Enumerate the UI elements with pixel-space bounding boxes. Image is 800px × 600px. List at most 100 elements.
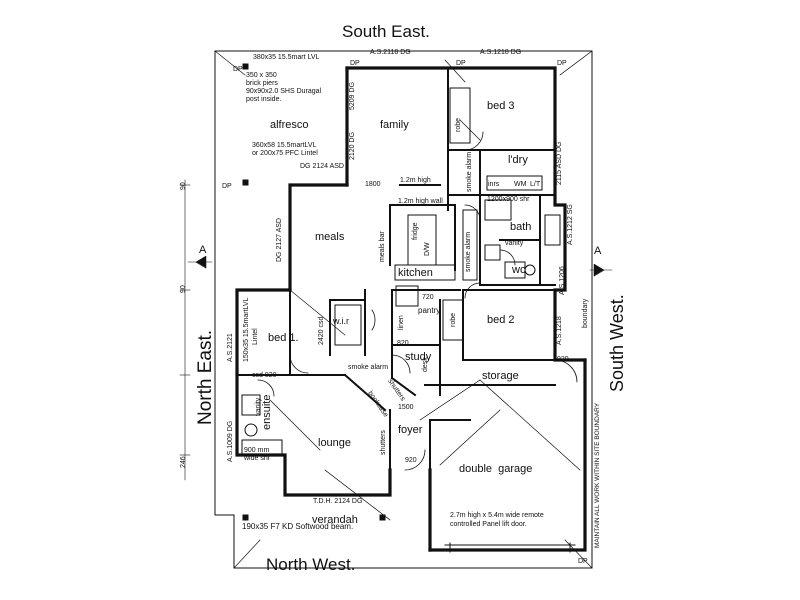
verandah-posts xyxy=(242,63,386,521)
note-csd-820: csd 820 xyxy=(252,372,277,379)
room-label-ensuite: ensuite xyxy=(261,394,273,430)
note-bed1-lintel: 150x35 15.5martLVL xyxy=(243,297,250,362)
note-vanity-ensuite: vanity xyxy=(255,397,262,416)
roof-hip-lines xyxy=(214,50,593,569)
note-dp-bottom: DP xyxy=(578,558,588,565)
room-label-bed1: bed 1. xyxy=(268,332,299,344)
note-shr-900: 900 mm xyxy=(244,447,270,454)
compass-left-label: North East. xyxy=(195,329,216,425)
note-post: 90x90x2.0 SHS Duragal xyxy=(246,88,322,95)
room-label-wc: wc xyxy=(512,264,526,276)
note-desk: desk xyxy=(422,357,429,372)
note-inrs: inrs xyxy=(488,181,500,188)
note-dg2127: DG 2127 ASD xyxy=(276,218,283,262)
note-smoke-3: smoke alarm xyxy=(348,364,389,371)
room-label-foyer: foyer xyxy=(398,424,423,436)
note-as1218b: A.S.1218 xyxy=(556,316,563,345)
note-as2115: 2115 ASD DG xyxy=(556,141,563,185)
note-smoke-2: smoke alarm xyxy=(465,231,472,272)
note-dim-246: 246 xyxy=(180,456,187,468)
room-label-lounge: lounge xyxy=(318,437,352,449)
note-shr-900-2: wide shr xyxy=(244,455,271,462)
note-vanity-bath: vanity xyxy=(505,240,524,247)
note-dim-90-a: 90 xyxy=(180,182,187,190)
note-tdh: T.D.H. 2124 DG xyxy=(313,498,363,505)
room-label-verandah: verandah xyxy=(312,514,358,526)
room-label-alfresco: alfresco xyxy=(270,119,309,131)
note-dim-1500: 1500 xyxy=(398,404,414,411)
note-dp-top-left: DP xyxy=(233,66,243,73)
note-as1206: A.S.1206 xyxy=(559,266,566,295)
note-dg2124: DG 2124 ASD xyxy=(300,163,344,170)
note-boundary-word: boundary xyxy=(582,298,589,328)
room-label-bed2: bed 2 xyxy=(487,314,515,326)
note-as2121: A.S.2121 xyxy=(227,333,234,362)
room-label-wir: w.i.r xyxy=(333,316,350,326)
note-linen: linen xyxy=(398,315,405,330)
note-as1218: A.S.1218 DG xyxy=(480,49,522,56)
door-swings xyxy=(257,131,578,471)
note-beam: 190x35 F7 KD Softwood beam. xyxy=(242,522,354,531)
note-as1212: A.S.1212 SG xyxy=(567,204,574,245)
section-marker-left: A xyxy=(199,244,207,256)
room-label-family: family xyxy=(380,119,409,131)
compass-bottom-label: North West. xyxy=(266,555,356,574)
note-dp-top-right: DP xyxy=(456,60,466,67)
note-post-2: post inside. xyxy=(246,96,282,103)
note-dim-920-storage: 920 xyxy=(557,356,569,363)
note-dg2120: 2120 DG xyxy=(349,131,356,160)
room-label-bath: bath xyxy=(510,221,532,233)
note-shutters-2: shutters xyxy=(380,430,387,455)
garage-door xyxy=(444,542,576,553)
kitchen-bench xyxy=(394,209,478,307)
room-label-meals: meals xyxy=(315,231,345,243)
note-lintel-word: Lintel xyxy=(252,328,259,345)
note-dim-90-b: 90 xyxy=(180,285,187,293)
note-top-beam: 380x35 15.5mart LVL xyxy=(253,54,320,61)
note-smoke-1: smoke alarm xyxy=(466,151,473,192)
note-lt: L/T xyxy=(530,181,541,188)
note-garage-door-2: controlled Panel lift door. xyxy=(450,521,527,528)
note-dim-920-foyer: 920 xyxy=(405,457,417,464)
room-label-storage: storage xyxy=(482,370,519,382)
section-marker-right: A xyxy=(594,245,602,257)
note-wm: WM xyxy=(514,181,527,188)
note-csd-2420: 2420 csd xyxy=(318,316,325,345)
note-piers: 350 x 350 xyxy=(246,72,277,79)
note-piers-2: brick piers xyxy=(246,80,278,87)
robes xyxy=(334,87,471,346)
note-lintel-1: 360x58 15.5martLVL xyxy=(252,142,317,149)
compass-right-label: South West. xyxy=(607,294,627,392)
note-as2118: A.S.2118 DG xyxy=(370,49,411,56)
note-lintel-2: or 200x75 PFC Lintel xyxy=(252,150,318,157)
note-dw: D/W xyxy=(424,242,431,256)
room-label-double-garage: double garage xyxy=(459,463,533,475)
section-arrow-left xyxy=(195,255,207,269)
note-garage-door: 2.7m high x 5.4m wide remote xyxy=(450,512,544,519)
compass-top-label: South East. xyxy=(342,22,430,41)
room-label-bed3: bed 3 xyxy=(487,100,515,112)
note-boundary: MAINTAIN ALL WORK WITHIN SITE BOUNDARY xyxy=(594,402,601,548)
wet-area-fixtures xyxy=(241,175,561,456)
note-shr: 1200x900 shr xyxy=(487,196,530,203)
note-high-wall: 1.2m high wall xyxy=(398,198,443,205)
note-dp-top-mid: DP xyxy=(350,60,360,67)
note-meals-bar: meals bar xyxy=(379,231,386,262)
note-dim-720: 720 xyxy=(422,294,434,301)
note-dp-left: DP xyxy=(222,183,232,190)
room-label-study: study xyxy=(405,351,432,363)
section-arrow-right xyxy=(593,263,605,277)
room-label-pantry: pantry xyxy=(418,306,441,315)
note-fridge: fridge xyxy=(412,222,419,240)
room-label-ldry: l'dry xyxy=(508,154,528,166)
note-as1009: A.S.1009 DG xyxy=(227,420,234,462)
note-dim-1800: 1800 xyxy=(365,181,381,188)
note-high-2: 1.2m high xyxy=(400,177,431,184)
note-robe-bed3: robe xyxy=(455,117,462,132)
note-dp-right: DP xyxy=(557,60,567,67)
note-robe-bed2: robe xyxy=(450,312,457,327)
note-dg5209: 5209 DG xyxy=(349,81,356,110)
note-dim-820-study: 820 xyxy=(397,340,409,347)
internal-walls xyxy=(236,67,586,471)
